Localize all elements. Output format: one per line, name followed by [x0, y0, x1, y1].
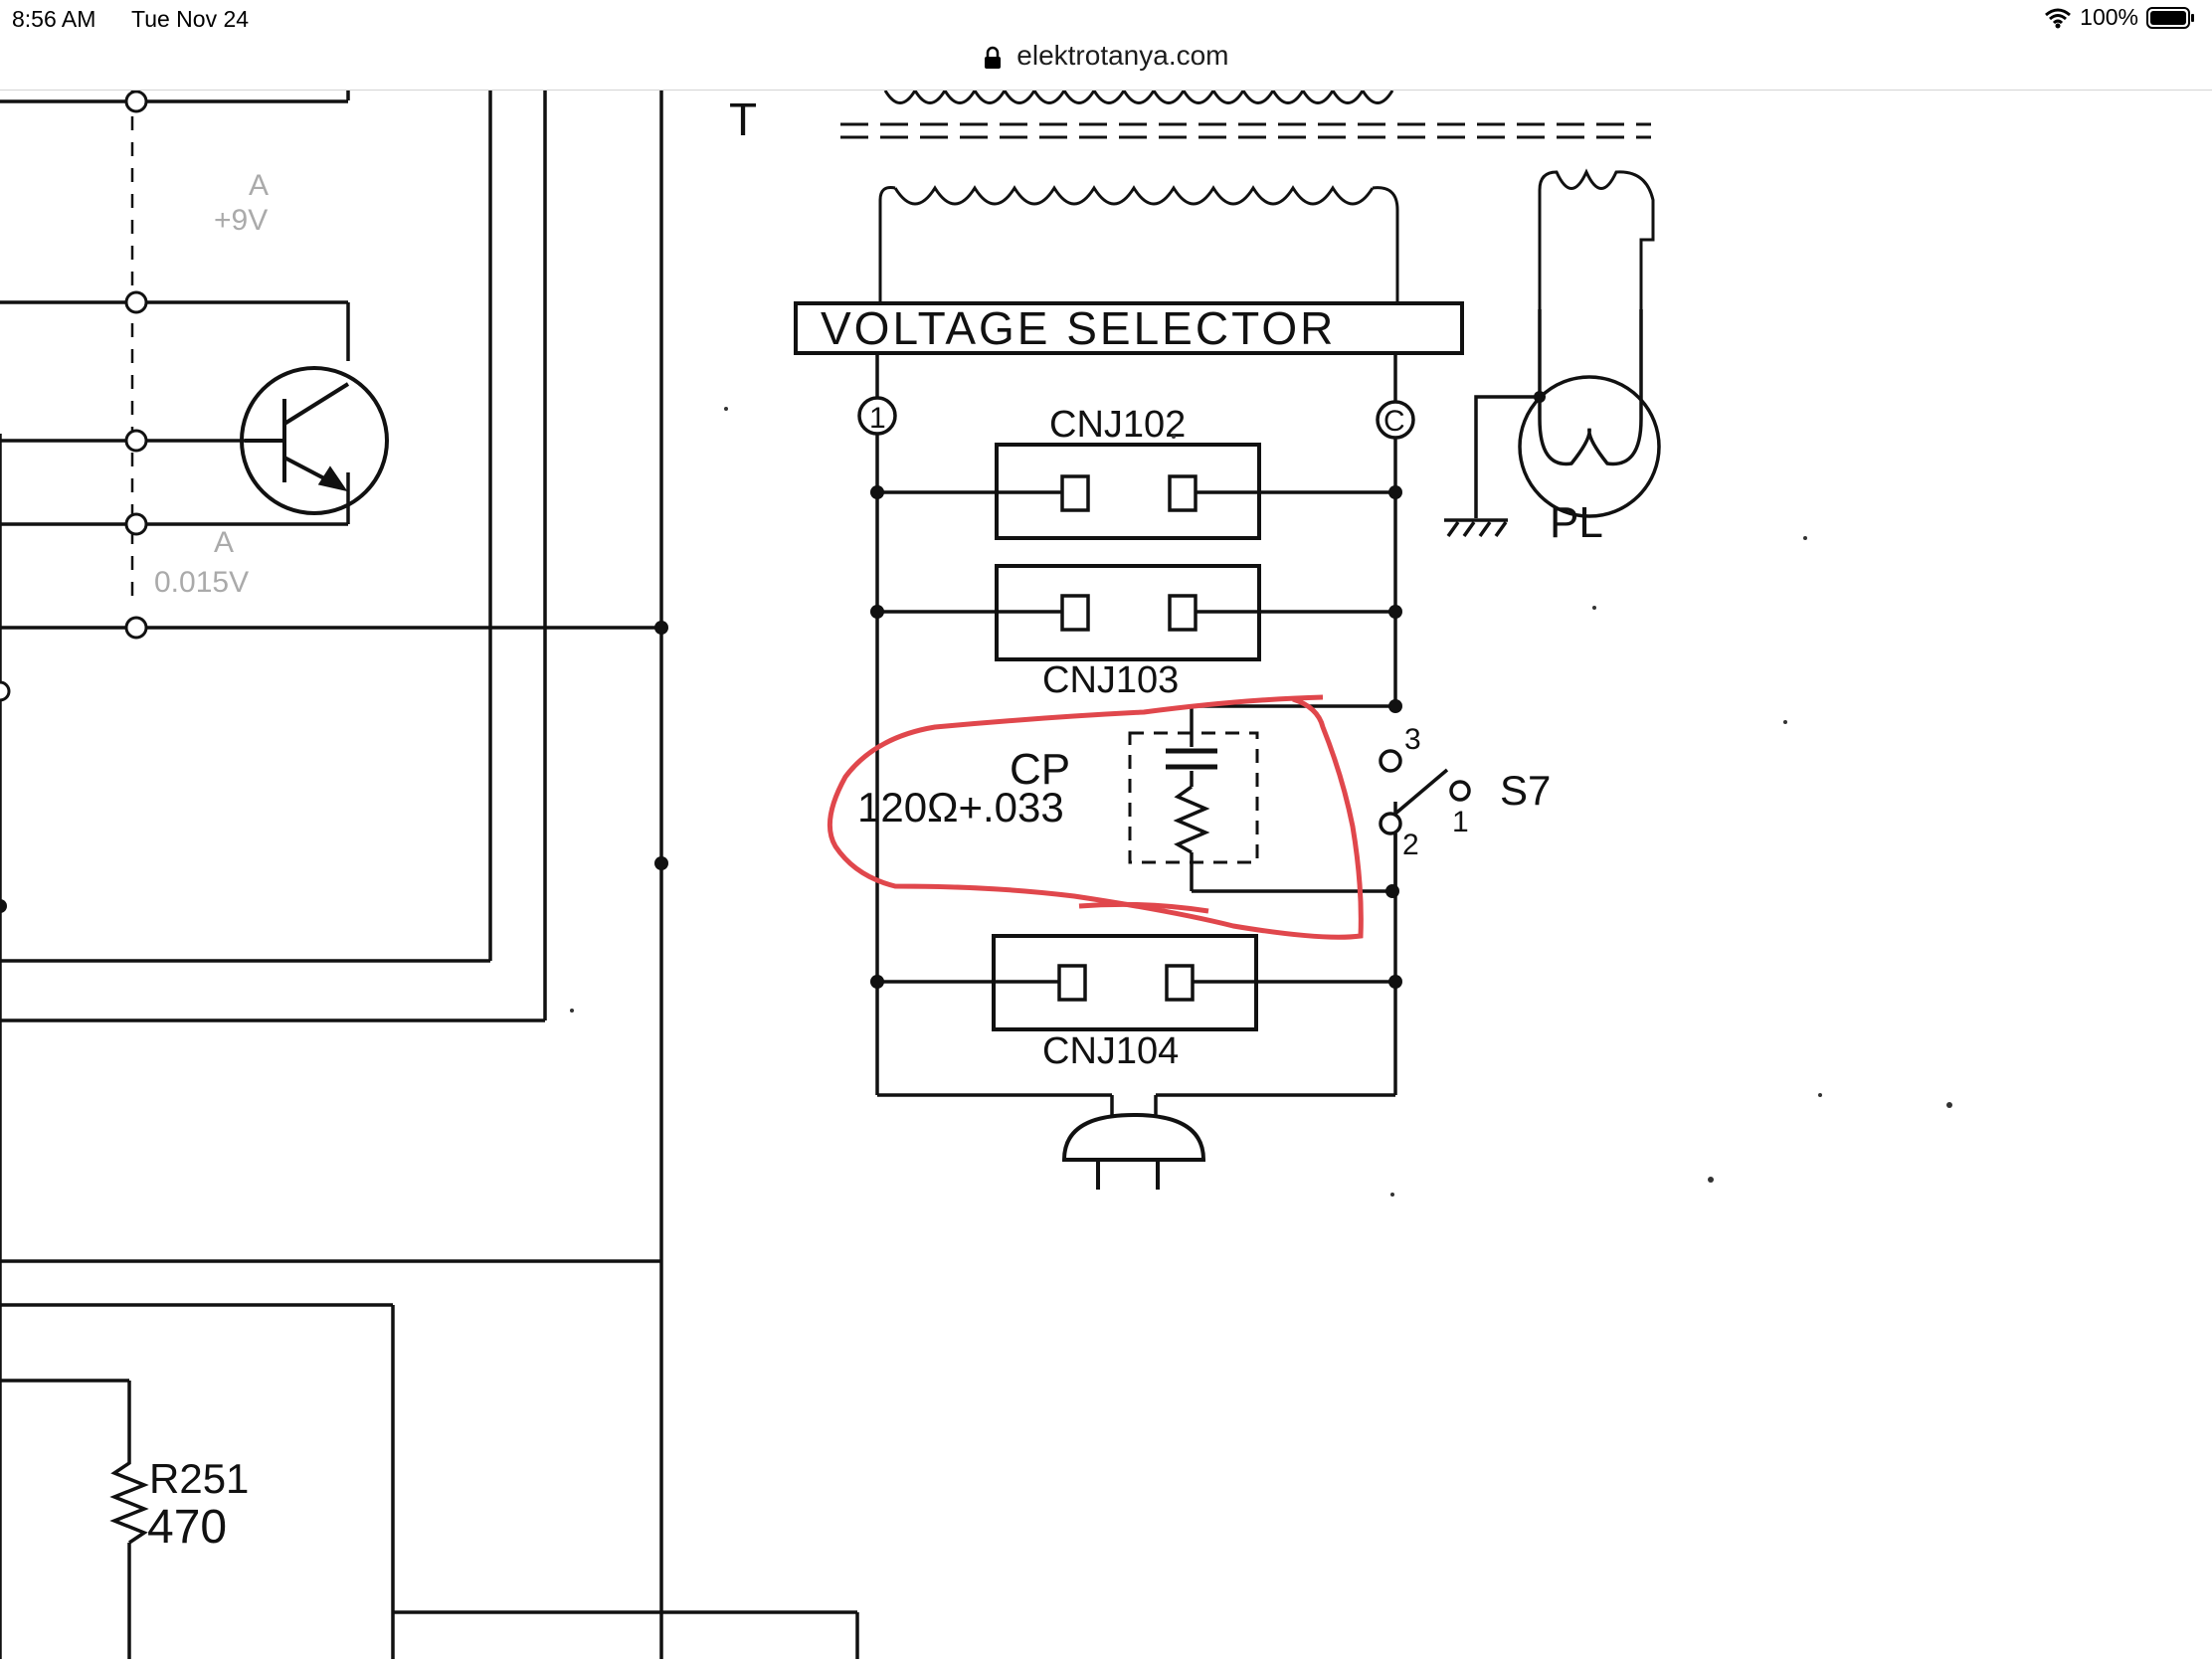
schematic-image: A +9V A 0.015V R251 470 T VOLTAGE SELECT… — [0, 88, 2212, 1659]
faded-label-4: 0.015V — [154, 566, 249, 599]
faded-label-3: A — [214, 526, 234, 559]
cnj103-label: CNJ103 — [1042, 659, 1179, 701]
battery-icon — [2146, 6, 2194, 29]
pilot-lamp-label: PL — [1550, 498, 1603, 547]
faded-label-1: A — [249, 169, 269, 202]
wifi-icon — [2045, 8, 2072, 28]
cnj102-label: CNJ102 — [1049, 404, 1186, 446]
url-text[interactable]: elektrotanya.com — [1016, 40, 1229, 71]
lock-icon — [984, 46, 1001, 69]
r251-label: R251 — [149, 1455, 249, 1502]
voltage-selector-label: VOLTAGE SELECTOR — [821, 302, 1336, 354]
cp-value: 120Ω+.033 — [857, 784, 1064, 831]
status-right: 100% — [2044, 4, 2196, 31]
transformer-label: T — [729, 93, 757, 145]
r251-value: 470 — [147, 1501, 227, 1554]
tap-1-label: 1 — [869, 402, 886, 435]
status-bar: 8:56 AM Tue Nov 24 100% — [0, 0, 2212, 36]
switch-label: S7 — [1500, 767, 1551, 814]
highlight-annotation — [827, 694, 1364, 940]
switch-pos-3: 3 — [1404, 723, 1421, 756]
schematic-diagram: A +9V A 0.015V R251 470 T VOLTAGE SELECT… — [0, 88, 1952, 1659]
cnj104-label: CNJ104 — [1042, 1030, 1179, 1072]
battery-percent: 100% — [2080, 4, 2138, 30]
switch-pos-1: 1 — [1452, 806, 1469, 838]
browser-url-bar[interactable]: elektrotanya.com — [0, 36, 2212, 91]
tap-c-label: C — [1383, 405, 1405, 438]
faded-label-2: +9V — [214, 204, 268, 237]
switch-pos-2: 2 — [1402, 829, 1419, 861]
status-date: Tue Nov 24 — [131, 6, 250, 32]
status-time: 8:56 AM — [12, 6, 96, 32]
cp-label: CP — [1010, 745, 1070, 794]
